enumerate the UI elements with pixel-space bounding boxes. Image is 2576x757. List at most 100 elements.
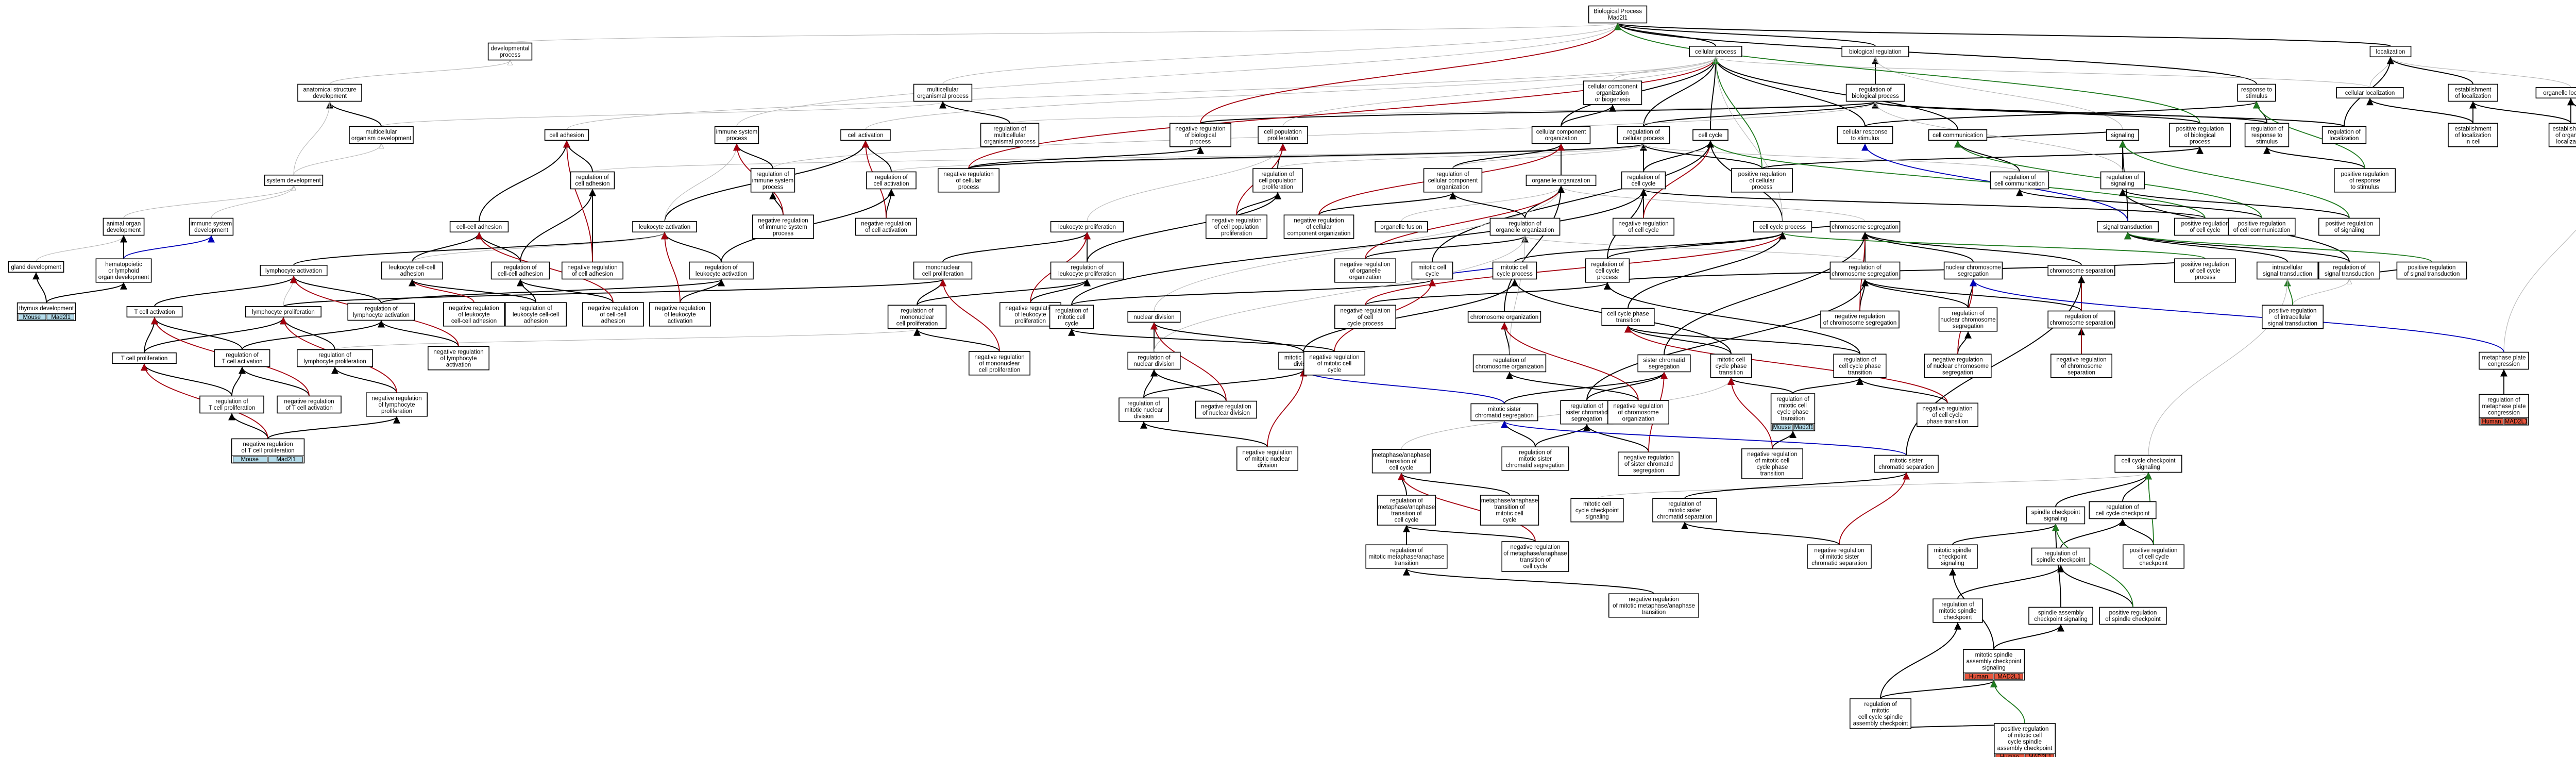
- go-term-label: mononuclear: [900, 314, 935, 321]
- go-term-label: mitotic metaphase/anaphase: [1368, 554, 1444, 560]
- relation-edge: [1624, 325, 1860, 355]
- go-term-node: lymphocyte proliferation: [245, 306, 321, 318]
- go-term-node: signaling: [2106, 129, 2140, 141]
- go-term-label: developmental: [491, 46, 530, 52]
- go-term-label: proliferation: [1267, 136, 1298, 142]
- go-term-box: [1127, 351, 1181, 370]
- go-term-label: of mitotic nuclear: [1245, 456, 1290, 462]
- relation-edge: [290, 276, 382, 304]
- gene-label: Mad2l1: [51, 314, 71, 321]
- go-term-label: chromatid segregation: [1475, 413, 1534, 419]
- go-term-label: phase transition: [1926, 418, 1968, 425]
- go-term-label: cycle: [1426, 271, 1439, 277]
- relation-edge: [1716, 57, 2370, 88]
- go-term-label: regulation of: [2003, 175, 2036, 181]
- relation-edge: [1970, 279, 2504, 352]
- go-term-label: regulation of: [1138, 355, 1171, 361]
- go-term-box: [2479, 351, 2529, 370]
- go-term-node: leukocyte proliferation: [1050, 221, 1124, 233]
- relation-edge: [1861, 232, 2082, 266]
- go-term-label: signal transduction: [2325, 271, 2374, 277]
- relation-edge: [479, 140, 570, 222]
- go-term-box: [1127, 311, 1181, 323]
- relation-edge: [1501, 322, 1639, 401]
- go-term-label: cell cycle: [1523, 564, 1548, 570]
- relation-edge: [913, 328, 1000, 352]
- relation-edge: [2387, 57, 2473, 85]
- go-term-label: negative regulation: [1613, 403, 1663, 409]
- go-term-box: [487, 42, 533, 61]
- relation-edge: [1030, 279, 1091, 303]
- go-term-label: transition: [1395, 560, 1419, 566]
- go-term-label: of localization: [2455, 93, 2491, 99]
- go-term-label: of signal transduction: [2404, 271, 2460, 277]
- go-term-label: animal organ: [107, 221, 141, 227]
- go-term-label: separation: [2067, 369, 2095, 376]
- go-term-label: negative regulation: [1242, 449, 1292, 456]
- go-term-label: regulation of: [1509, 221, 1541, 227]
- go-term-label: chromatid segregation: [1506, 462, 1565, 468]
- relation-edge: [566, 57, 1716, 130]
- go-term-label: process: [762, 184, 784, 190]
- relation-edge: [1624, 325, 1732, 355]
- go-term-box: [1917, 402, 1979, 427]
- go-term-label: regulation of: [2065, 314, 2098, 320]
- go-term-box: [1927, 544, 1978, 569]
- go-term-label: negative regulation: [1201, 404, 1251, 410]
- go-term-box: [2099, 607, 2167, 625]
- go-term-box: [1874, 455, 1939, 473]
- go-term-label: regulation of: [875, 175, 908, 181]
- go-term-label: thymus development: [19, 306, 74, 312]
- go-term-label: checkpoint: [2140, 560, 2168, 566]
- relation-edge: [2391, 57, 2571, 88]
- relation-edge: [772, 102, 1875, 169]
- relation-edge: [1200, 101, 1879, 124]
- relation-edge: [2119, 518, 2154, 545]
- go-term-label: development: [313, 93, 347, 99]
- go-term-box: [2122, 544, 2184, 569]
- go-term-box: [1252, 168, 1303, 193]
- go-term-label: segregation: [1571, 416, 1602, 422]
- go-term-label: cycle phase: [1777, 409, 1809, 415]
- go-term-label: localization: [2556, 139, 2576, 145]
- go-term-box: [1118, 397, 1169, 422]
- go-term-label: leukocyte activation: [639, 224, 690, 230]
- go-term-label: metaphase/anaphase: [1378, 504, 1435, 511]
- go-term-label: negative regulation: [1309, 354, 1359, 360]
- gene-badge: [46, 314, 74, 321]
- go-term-label: negative regulation: [655, 305, 705, 311]
- relation-edge: [2052, 524, 2061, 608]
- go-term-label: negative regulation: [1629, 596, 1679, 602]
- species-label: Mouse: [241, 457, 259, 463]
- relation-edge: [329, 61, 510, 85]
- go-term-node: chromosome separation: [2047, 264, 2115, 277]
- go-term-box: [1621, 171, 1666, 190]
- relation-edge: [1501, 420, 1907, 456]
- go-term-label: negative regulation: [1340, 308, 1390, 314]
- go-term-box: [1607, 400, 1670, 425]
- go-term-label: cell cycle: [1596, 268, 1620, 274]
- go-term-box: [2089, 501, 2157, 519]
- go-term-label: negative regulation: [1814, 547, 1864, 553]
- go-term-box: [2174, 258, 2236, 283]
